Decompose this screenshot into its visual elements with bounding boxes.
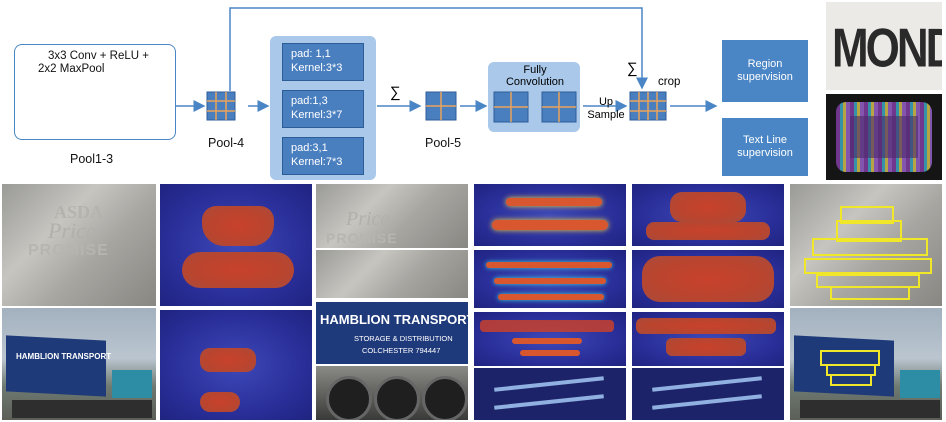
textline-heatmap-4 — [474, 368, 626, 420]
kernel-box-3: pad:3,1 Kernel:7*3 — [282, 137, 364, 175]
pool4-grid-icon — [206, 91, 236, 121]
mondo-text: MONDO — [832, 17, 942, 79]
conv-line-1: 3x3 Conv + ReLU + — [47, 50, 149, 62]
region-heatmap-crop-2 — [632, 250, 784, 308]
textline-heatmap-1 — [474, 184, 626, 246]
crop1-text-promise: PROMISE — [326, 230, 398, 246]
stone-region-heatmap — [160, 184, 312, 306]
skip-connection-arrow — [229, 7, 648, 91]
truck-detection-result — [790, 308, 942, 420]
truck-crop-wheels — [316, 366, 468, 420]
crop-truck-line3: COLCHESTER 794447 — [362, 346, 441, 355]
kernel-2-size: Kernel:3*7 — [291, 109, 343, 121]
kernel-3-size: Kernel:7*3 — [291, 156, 343, 168]
crop-truck-line1: HAMBLION TRANSPORT — [320, 312, 468, 327]
conv-line-2: 2x2 MaxPool — [38, 63, 105, 75]
truck-crop-1: HAMBLION TRANSPORT STORAGE & DISTRIBUTIO… — [316, 302, 468, 364]
truck-input-image: HAMBLION TRANSPORT — [2, 308, 156, 420]
fully-conv-grids — [493, 91, 577, 123]
textline-supervision-box: Text Line supervision — [722, 118, 808, 176]
fully-conv-label: Fully Convolution — [505, 64, 565, 88]
crop-label: crop — [658, 76, 681, 88]
conv-block — [14, 44, 176, 140]
kernel-2-pad: pad:1,3 — [291, 95, 328, 107]
crop1-text-price: Price — [346, 208, 390, 230]
truck-text: HAMBLION TRANSPORT — [16, 352, 112, 361]
stone-text-promise: PROMISE — [28, 242, 109, 259]
sum-symbol-2: ∑ — [627, 60, 638, 77]
textline-heatmap-2 — [474, 250, 626, 308]
region-heatmap-crop-1 — [632, 184, 784, 246]
kernel-1-size: Kernel:3*3 — [291, 62, 343, 74]
conv-block-text: 3x3 Conv + ReLU + 2x2 MaxPool — [26, 50, 171, 76]
textline-heatmap-3 — [474, 312, 626, 366]
region-heatmap-crop-4 — [632, 368, 784, 420]
upsample-label: Up Sample — [587, 96, 625, 121]
pool13-label: Pool1-3 — [70, 152, 114, 166]
region-supervision-box: Region supervision — [722, 40, 808, 102]
mondo-feature-map — [826, 94, 942, 180]
stone-input-image: ASDA Price PROMISE — [2, 184, 156, 306]
kernel-box-1: pad: 1,1 Kernel:3*3 — [282, 43, 364, 81]
pool5-label: Pool-5 — [425, 136, 462, 150]
stone-text-price: Price — [48, 218, 96, 243]
stone-crop-1: Price PROMISE — [316, 184, 468, 248]
stone-text-asda: ASDA — [54, 202, 104, 222]
mondo-photo: MONDO — [826, 2, 942, 90]
pool5-grid-icon — [425, 91, 457, 121]
truck-region-heatmap — [160, 310, 312, 420]
kernel-3-pad: pad:3,1 — [291, 142, 328, 154]
crop-truck-line2: STORAGE & DISTRIBUTION — [354, 334, 453, 343]
kernel-box-2: pad:1,3 Kernel:3*7 — [282, 90, 364, 128]
crop-grid-icon — [629, 91, 667, 121]
pool4-label: Pool-4 — [208, 136, 245, 150]
stone-crop-2 — [316, 250, 468, 298]
sum-symbol-1: ∑ — [390, 84, 401, 101]
region-heatmap-crop-3 — [632, 312, 784, 366]
stone-detection-result — [790, 184, 942, 306]
kernel-1-pad: pad: 1,1 — [291, 48, 331, 60]
